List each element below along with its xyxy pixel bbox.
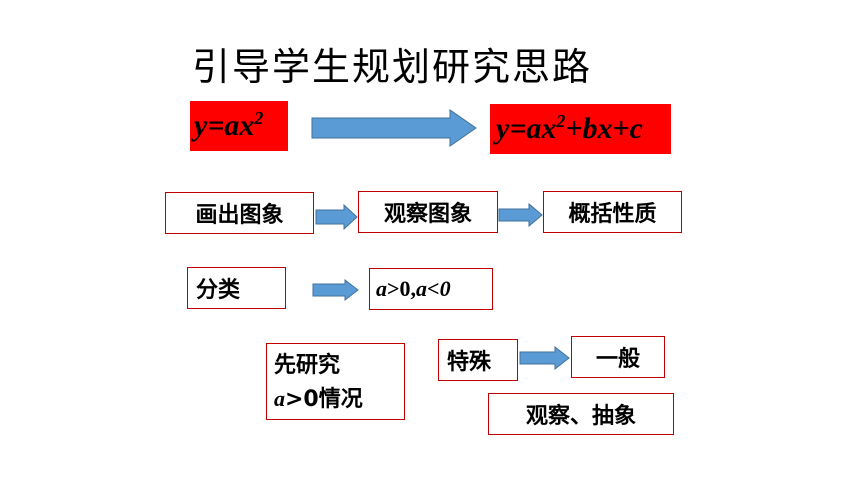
formula-box-quadratic-simple: y=ax2 [190,101,288,151]
case-text: <0 [427,276,451,301]
right-arrow-icon [519,345,570,371]
case-text: >0, [387,276,417,301]
step-summarize-properties: 概括性质 [543,191,682,233]
large-right-arrow-icon [311,109,477,147]
observe-abstract-box: 观察、抽象 [488,393,674,435]
formula-base: y=ax [194,109,255,142]
cases-box: a>0,a<0 [369,268,493,310]
formula-exponent: 2 [556,111,566,131]
formula-exponent: 2 [254,108,264,128]
special-box: 特殊 [438,339,518,381]
step-draw-graph: 画出图象 [165,192,314,234]
formula-base: y=ax [496,112,557,145]
step-observe-graph: 观察图象 [358,191,498,233]
first-study-box: 先研究 a>0情况 [266,343,405,420]
right-arrow-icon [312,278,359,302]
first-study-condition: >0情况 [285,387,363,412]
var-a: a [376,276,387,301]
classify-box: 分类 [187,267,286,309]
slide-title: 引导学生规划研究思路 [192,45,593,89]
formula-box-quadratic-general: y=ax2+bx+c [490,104,671,154]
first-study-line1: 先研究 [274,353,341,378]
first-study-line2: a>0情况 [274,382,404,416]
right-arrow-icon [498,202,543,228]
right-arrow-icon [315,203,358,231]
var-a: a [274,386,285,411]
var-a: a [416,276,428,301]
general-box: 一般 [571,336,665,378]
formula-rest: +bx+c [565,112,643,145]
